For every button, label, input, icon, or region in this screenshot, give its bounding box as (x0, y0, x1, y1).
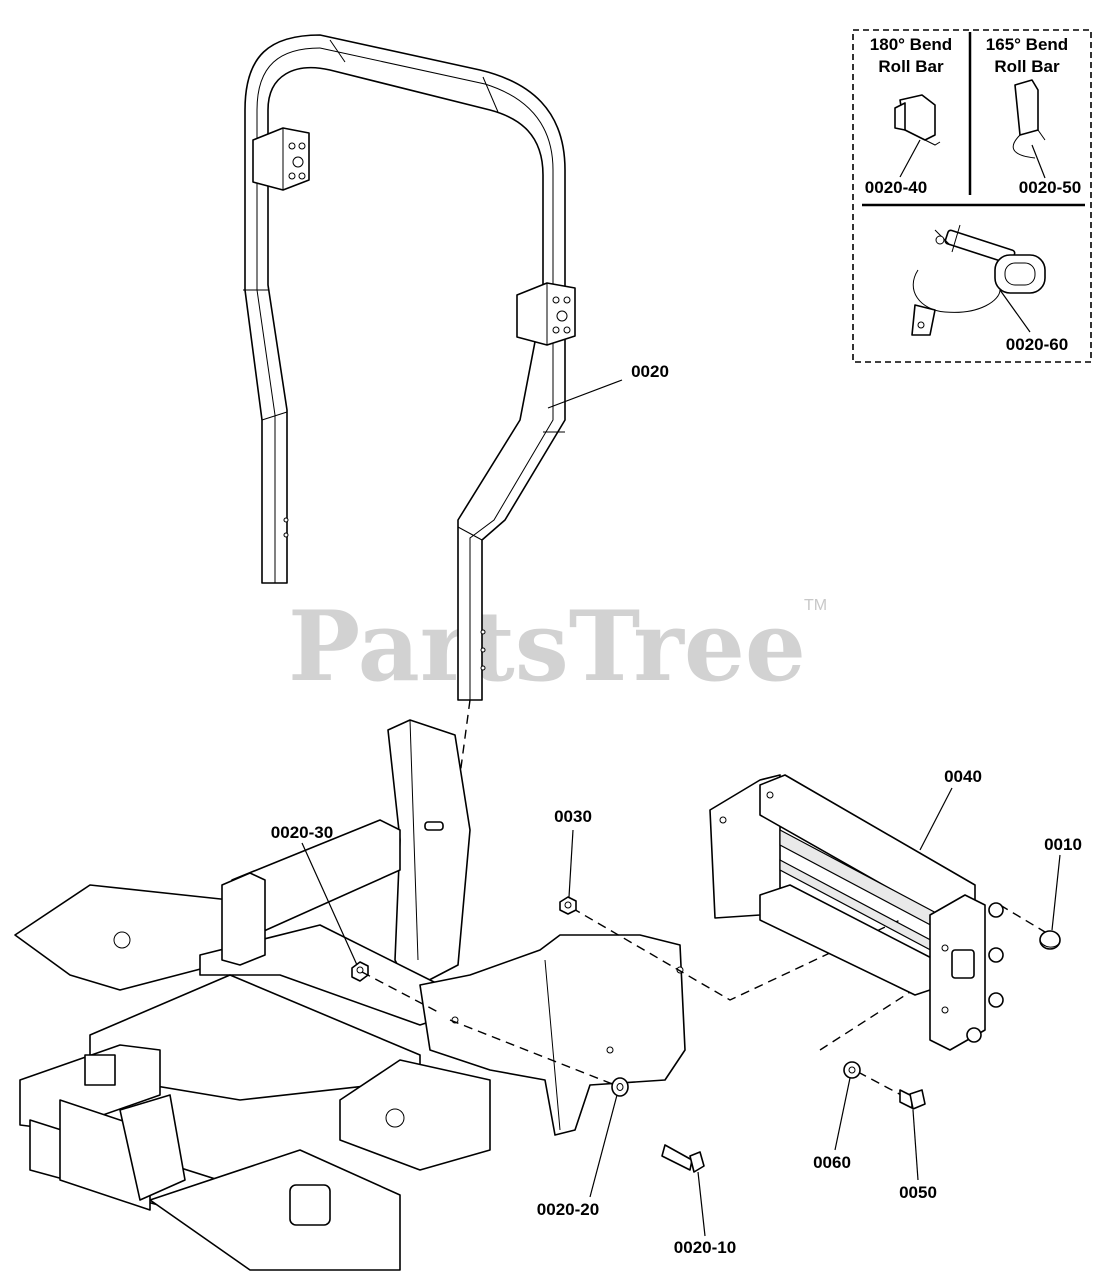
label-0010: 0010 (1044, 835, 1082, 854)
bend165-title-line1: 165° Bend (986, 35, 1068, 54)
inset-panel: 180° Bend Roll Bar 165° Bend Roll Bar (852, 29, 1092, 363)
label-0060: 0060 (813, 1153, 851, 1172)
watermark-brand: PartsTree (288, 590, 806, 703)
watermark-trademark: TM (804, 597, 827, 614)
leader-lines (301, 379, 1061, 1237)
bend165-clip-drawing (1012, 79, 1046, 159)
bolt-0020-10 (661, 1144, 705, 1173)
bend180-clip-drawing (894, 94, 941, 146)
mower-frame-drawing (14, 719, 686, 1271)
watermark: PartsTree TM (288, 590, 827, 703)
washer-0020-20 (611, 1077, 629, 1097)
bolt-0050 (899, 1089, 926, 1110)
label-0020-20: 0020-20 (537, 1200, 599, 1219)
label-0020-10: 0020-10 (674, 1238, 736, 1257)
roll-bar-drawing (243, 34, 576, 701)
label-0020: 0020 (631, 362, 669, 381)
hitch-pin-drawing (911, 224, 1046, 336)
label-0050: 0050 (899, 1183, 937, 1202)
label-0020-40: 0020-40 (865, 178, 927, 197)
bracket-0040-drawing (709, 774, 1004, 1051)
label-0040: 0040 (944, 767, 982, 786)
callout-labels: 0020 0020-30 0030 0040 0010 0020-20 0020… (271, 362, 1082, 1257)
bend180-title-line1: 180° Bend (870, 35, 952, 54)
label-0020-50: 0020-50 (1019, 178, 1081, 197)
cap-0010 (1039, 930, 1061, 950)
bend165-title-line2: Roll Bar (994, 57, 1060, 76)
label-0020-60: 0020-60 (1006, 335, 1068, 354)
label-0030: 0030 (554, 807, 592, 826)
bend180-title-line2: Roll Bar (878, 57, 944, 76)
nut-0030 (559, 896, 577, 915)
label-0020-30: 0020-30 (271, 823, 333, 842)
washer-0060 (843, 1061, 861, 1079)
